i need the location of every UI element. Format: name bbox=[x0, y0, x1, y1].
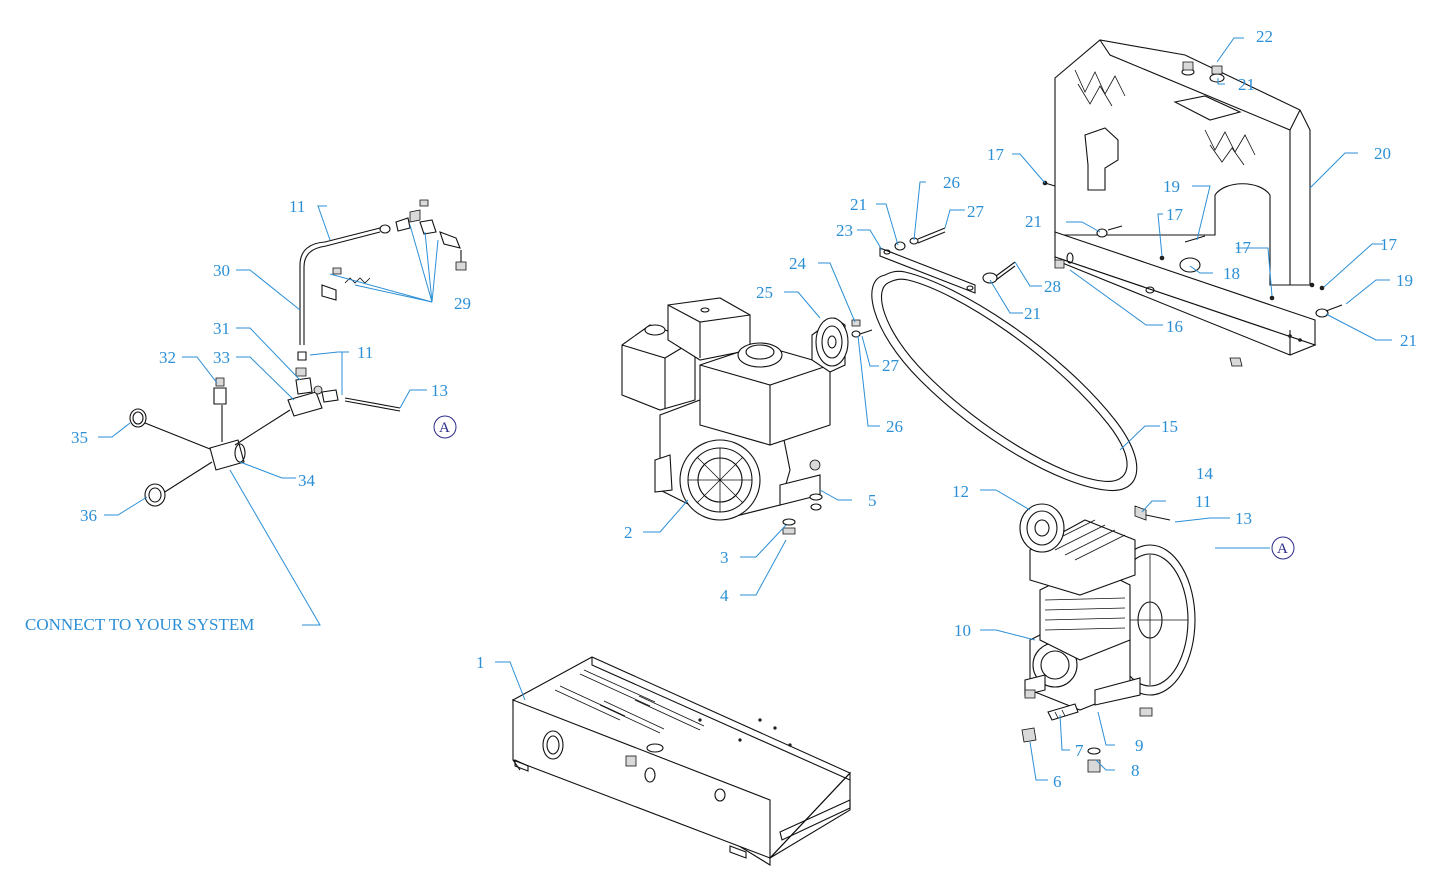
callout-9: 9 bbox=[1135, 736, 1144, 755]
callout-26-a: 26 bbox=[943, 173, 960, 192]
callout-11-right: 11 bbox=[1195, 492, 1211, 511]
callout-15: 15 bbox=[1161, 417, 1178, 436]
callout-13-left: 13 bbox=[431, 381, 448, 400]
callout-labels: 1 2 3 4 5 6 7 8 9 10 11 11 11 12 13 13 1… bbox=[71, 27, 1417, 791]
callout-21-a: 21 bbox=[850, 195, 867, 214]
engine bbox=[621, 297, 849, 535]
callout-30: 30 bbox=[213, 261, 230, 280]
drive-belt bbox=[871, 270, 1138, 492]
callout-19-b: 19 bbox=[1396, 271, 1413, 290]
callout-32: 32 bbox=[159, 348, 176, 367]
callout-33: 33 bbox=[213, 348, 230, 367]
callout-11-top: 11 bbox=[289, 197, 305, 216]
guard-bracket bbox=[1054, 231, 1317, 367]
callout-17-c: 17 bbox=[1234, 238, 1252, 257]
callout-1: 1 bbox=[476, 653, 485, 672]
reference-marker-right-label: A bbox=[1277, 541, 1288, 557]
callout-21-b: 21 bbox=[1025, 212, 1042, 231]
callout-21-d: 21 bbox=[1400, 331, 1417, 350]
callout-21-e: 21 bbox=[1238, 75, 1255, 94]
callout-35: 35 bbox=[71, 428, 88, 447]
callout-4: 4 bbox=[720, 586, 729, 605]
callout-13-right: 13 bbox=[1235, 509, 1252, 528]
callout-20: 20 bbox=[1374, 144, 1391, 163]
callout-6: 6 bbox=[1053, 772, 1062, 791]
callout-23: 23 bbox=[836, 221, 853, 240]
fasteners bbox=[851, 61, 1343, 338]
callout-36: 36 bbox=[80, 506, 97, 525]
callout-27-a: 27 bbox=[967, 202, 985, 221]
compressor-pump bbox=[1019, 503, 1196, 773]
callout-28: 28 bbox=[1044, 277, 1061, 296]
callout-3: 3 bbox=[720, 548, 729, 567]
callout-21-c: 21 bbox=[1024, 304, 1041, 323]
connect-system-caption: CONNECT TO YOUR SYSTEM bbox=[25, 615, 254, 634]
reference-marker-left: A bbox=[433, 415, 457, 439]
callout-34: 34 bbox=[298, 471, 316, 490]
callout-5: 5 bbox=[868, 491, 877, 510]
reference-marker-left-label: A bbox=[439, 420, 450, 436]
callout-12: 12 bbox=[952, 482, 969, 501]
callout-19-a: 19 bbox=[1163, 177, 1180, 196]
leader-lines bbox=[98, 37, 1392, 781]
callout-26-b: 26 bbox=[886, 417, 903, 436]
callout-18: 18 bbox=[1223, 264, 1240, 283]
callout-11-mid: 11 bbox=[357, 343, 373, 362]
callout-16: 16 bbox=[1166, 317, 1183, 336]
belt-guard bbox=[1054, 39, 1311, 286]
callout-14: 14 bbox=[1196, 464, 1214, 483]
callout-17-d: 17 bbox=[1380, 235, 1398, 254]
callout-24: 24 bbox=[789, 254, 807, 273]
callout-2: 2 bbox=[624, 523, 633, 542]
air-line-assembly bbox=[129, 199, 467, 507]
support-bracket bbox=[879, 227, 1016, 294]
callout-25: 25 bbox=[756, 283, 773, 302]
callout-22: 22 bbox=[1256, 27, 1273, 46]
callout-29: 29 bbox=[454, 294, 471, 313]
callout-10: 10 bbox=[954, 621, 971, 640]
base-frame bbox=[511, 656, 851, 866]
callout-31: 31 bbox=[213, 319, 230, 338]
callout-8: 8 bbox=[1131, 761, 1140, 780]
callout-27-b: 27 bbox=[882, 356, 900, 375]
reference-marker-right: A bbox=[1271, 536, 1295, 560]
callout-17-a: 17 bbox=[987, 145, 1005, 164]
callout-7: 7 bbox=[1075, 741, 1084, 760]
callout-17-b: 17 bbox=[1166, 205, 1184, 224]
